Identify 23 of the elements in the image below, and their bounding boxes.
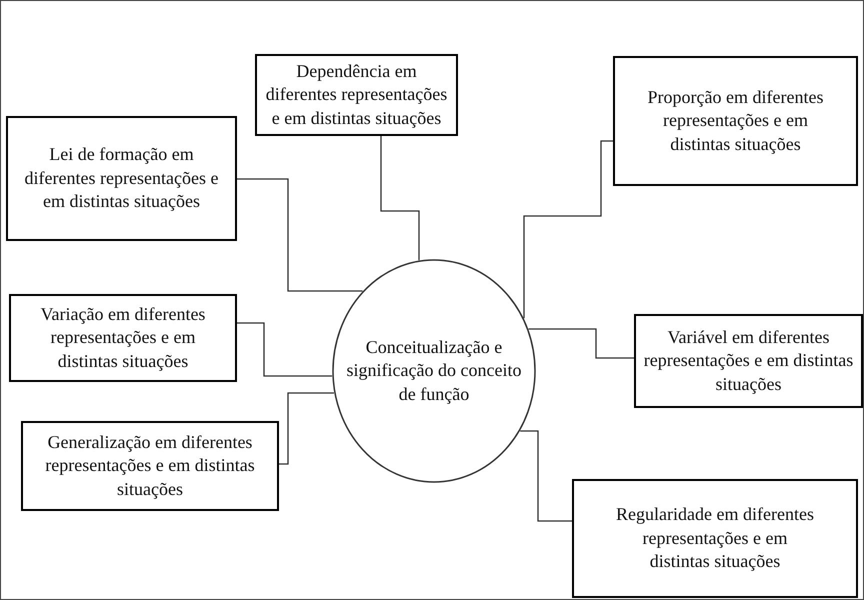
connector-line <box>279 392 334 465</box>
connector-line <box>528 328 634 359</box>
concept-box <box>572 479 858 598</box>
concept-box <box>9 294 237 382</box>
concept-box <box>6 116 237 241</box>
connector-line <box>380 136 420 260</box>
concept-box <box>634 314 863 408</box>
concept-box <box>255 54 458 136</box>
connector-line <box>237 178 363 292</box>
node-text: Variação em diferentes representações e em distintas situações <box>40 302 206 373</box>
node-text: Variável em diferentes representações e em distintas situações <box>642 326 854 396</box>
connector-line <box>520 430 572 522</box>
concept-box <box>613 56 858 186</box>
concept-ellipse <box>332 259 536 483</box>
connector-line <box>237 322 332 377</box>
connector-line <box>523 140 613 318</box>
node-text: Conceitualização e significação do conceito de função <box>346 336 522 406</box>
node-text: Proporção em diferentes representações e em distintas situações <box>646 86 824 156</box>
concept-box <box>21 421 279 511</box>
node-text: Lei de formação em diferentes representações e em distintas situações <box>24 143 220 214</box>
node-text: Regularidade em diferentes representações e em distintas situações <box>615 503 815 574</box>
node-text: Generalização em diferentes representações e em distintas situações <box>44 430 256 501</box>
node-text: Dependência em diferentes representações e em distintas situações <box>264 60 448 130</box>
